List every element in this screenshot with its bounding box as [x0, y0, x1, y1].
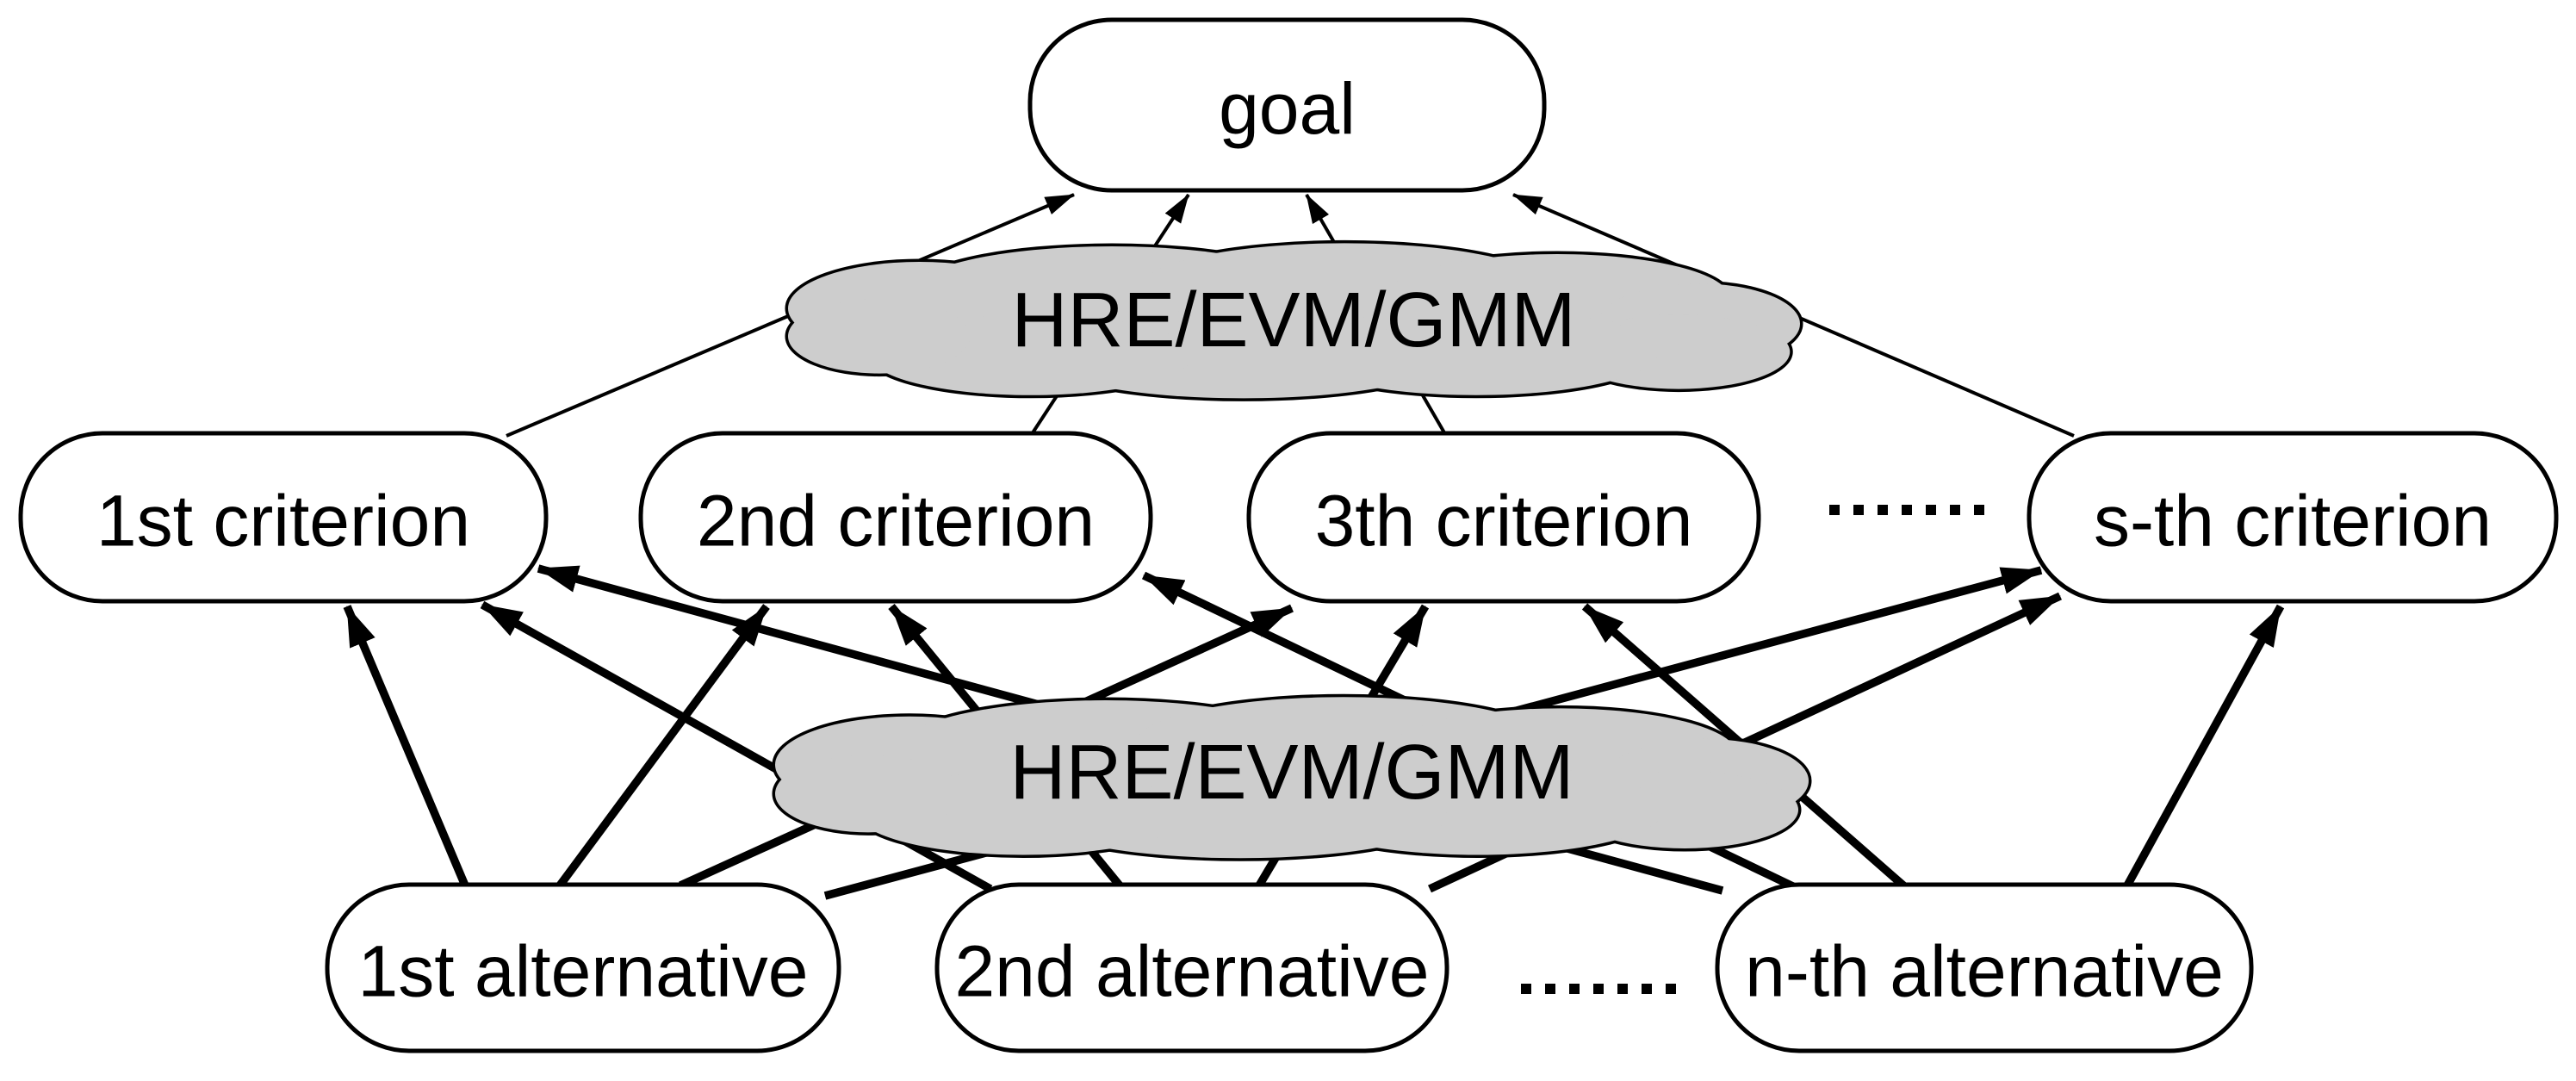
- cloud-hre-evm-gmm-0: HRE/EVM/GMM: [785, 239, 1803, 401]
- cloud-label: HRE/EVM/GMM: [1011, 277, 1575, 363]
- cloud-hre-evm-gmm-1: HRE/EVM/GMM: [772, 693, 1812, 861]
- node-alternative-2: 2nd alternative: [934, 882, 1449, 1053]
- node-label-criterion-1: 1st criterion: [96, 481, 470, 562]
- ellipsis-alternatives: [1521, 984, 1676, 994]
- clouds-layer: HRE/EVM/GMM HRE/EVM/GMM: [772, 239, 1812, 861]
- cloud-label: HRE/EVM/GMM: [1009, 730, 1574, 816]
- nodes-layer: goal 1st criterion 2nd criterion 3th criter…: [18, 17, 2559, 1053]
- edge-alternative-n-to-criterion-s: [2123, 604, 2285, 888]
- edge-alternative-1-to-criterion-1: [343, 605, 469, 887]
- node-label-alternative-1: 1st alternative: [358, 931, 809, 1012]
- node-label-alternative-n: n-th alternative: [1745, 931, 2224, 1012]
- node-alternative-n: n-th alternative: [1715, 882, 2254, 1053]
- node-goal: goal: [1027, 17, 1547, 193]
- node-label-alternative-2: 2nd alternative: [954, 931, 1429, 1012]
- node-criterion-2: 2nd criterion: [638, 431, 1153, 604]
- node-label-criterion-s: s-th criterion: [2094, 481, 2492, 562]
- node-label-criterion-2: 2nd criterion: [697, 481, 1095, 562]
- node-label-goal: goal: [1219, 68, 1356, 149]
- node-criterion-3: 3th criterion: [1246, 431, 1761, 604]
- ellipsis-criteria: [1829, 505, 1984, 515]
- edge-alternative-1-to-criterion-2: [556, 604, 770, 888]
- node-label-criterion-3: 3th criterion: [1315, 481, 1693, 562]
- ellipsis-layer: [1521, 505, 1984, 994]
- node-alternative-1: 1st alternative: [325, 882, 841, 1053]
- node-criterion-s: s-th criterion: [2027, 431, 2559, 604]
- node-criterion-1: 1st criterion: [18, 431, 549, 604]
